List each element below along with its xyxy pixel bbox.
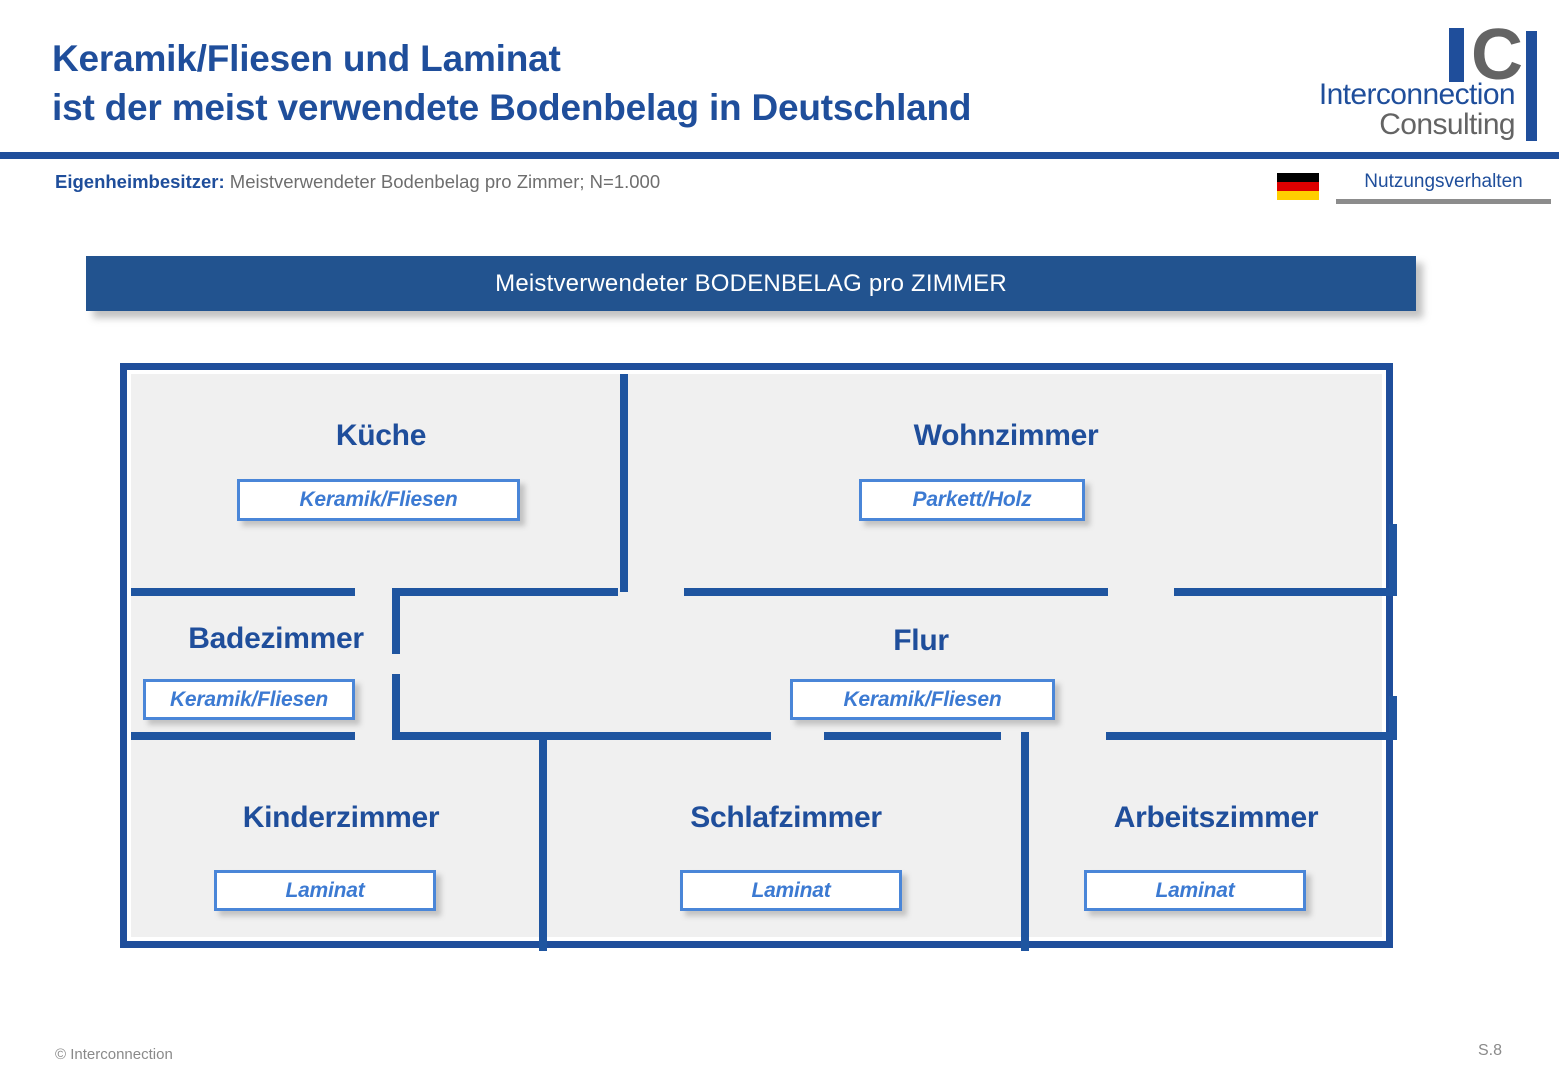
wall-top-middle-seg4 [1174, 588, 1396, 596]
floor-tag-kinderzimmer: Laminat [214, 870, 436, 911]
page-title: Keramik/Fliesen und Laminat ist der meis… [52, 38, 972, 129]
floor-tag-wohnzimmer: Parkett/Holz [859, 479, 1085, 521]
floor-tag-kueche: Keramik/Fliesen [237, 479, 520, 521]
wall-flur-right-upper [1389, 524, 1397, 596]
wall-badezimmer-right-lower [392, 674, 400, 740]
flag-band-black [1277, 173, 1319, 182]
logo-vertical-bar-icon [1526, 31, 1537, 141]
wall-top-middle-seg1 [131, 588, 355, 596]
room-name-kueche: Küche [335, 419, 427, 452]
topic-underline [1336, 199, 1551, 204]
subtitle-detail: Meistverwendeter Bodenbelag pro Zimmer; … [224, 171, 661, 192]
wall-kueche-wohnzimmer [620, 374, 628, 592]
logo-word-interconnection: Interconnection [1318, 78, 1516, 111]
logo-word-consulting: Consulting [1379, 108, 1515, 141]
flag-band-gold [1277, 191, 1319, 200]
logo-ic-mark: C [1449, 15, 1523, 95]
wall-middle-bottom-seg4 [1106, 732, 1396, 740]
wall-flur-right-lower [1389, 696, 1397, 740]
wall-middle-bottom-seg2 [396, 732, 771, 740]
room-name-kinderzimmer: Kinderzimmer [242, 801, 440, 834]
floor-tag-flur: Keramik/Fliesen [790, 679, 1055, 720]
flag-band-red [1277, 182, 1319, 191]
room-name-badezimmer: Badezimmer [188, 622, 364, 655]
subtitle: Eigenheimbesitzer: Meistverwendeter Bode… [55, 171, 660, 193]
logo-letter-i-icon [1449, 28, 1464, 82]
wall-schlafzimmer-arbeitszimmer [1021, 732, 1029, 951]
germany-flag-icon [1277, 173, 1319, 200]
room-name-arbeitszimmer: Arbeitszimmer [1113, 801, 1319, 834]
floorplan-interior: Küche Keramik/Fliesen Wohnzimmer Parkett… [131, 374, 1397, 951]
interconnection-consulting-logo: C Interconnection Consulting [1287, 15, 1537, 143]
floor-tag-schlafzimmer: Laminat [680, 870, 902, 911]
footer-copyright: © Interconnection [55, 1046, 173, 1063]
topic-label: Nutzungsverhalten [1364, 171, 1523, 192]
wall-kinderzimmer-schlafzimmer [539, 732, 547, 951]
floor-tag-arbeitszimmer: Laminat [1084, 870, 1306, 911]
header-divider [0, 152, 1559, 159]
floor-tag-badezimmer: Keramik/Fliesen [143, 679, 355, 720]
chart-banner-text: Meistverwendeter BODENBELAG pro ZIMMER [495, 269, 1007, 297]
wall-top-middle-seg3 [684, 588, 1108, 596]
footer-page-number: S.8 [1477, 1042, 1502, 1059]
chart-banner: Meistverwendeter BODENBELAG pro ZIMMER [86, 256, 1416, 311]
room-name-schlafzimmer: Schlafzimmer [690, 801, 882, 834]
wall-middle-bottom-seg1 [131, 732, 355, 740]
wall-top-middle-seg2 [396, 588, 618, 596]
logo-letter-c: C [1471, 15, 1523, 95]
floorplan-diagram: Küche Keramik/Fliesen Wohnzimmer Parkett… [120, 363, 1397, 951]
wall-middle-bottom-seg3 [824, 732, 1001, 740]
subtitle-audience: Eigenheimbesitzer: [55, 171, 225, 192]
room-name-flur: Flur [893, 624, 949, 657]
wall-badezimmer-right-upper [392, 588, 400, 654]
room-name-wohnzimmer: Wohnzimmer [913, 419, 1099, 452]
